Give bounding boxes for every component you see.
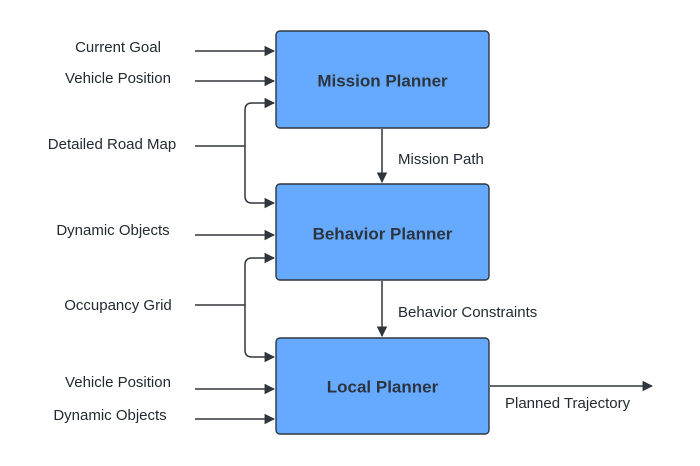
local-planner-block: Local Planner bbox=[275, 337, 490, 435]
behavior-planner-block: Behavior Planner bbox=[275, 183, 490, 281]
arrow-road-map-to-mission bbox=[244, 97, 276, 146]
local-planner-label: Local Planner bbox=[327, 377, 439, 396]
arrow-occupancy-to-behavior bbox=[244, 252, 276, 305]
input-label-dynamic-objects-bottom: Dynamic Objects bbox=[53, 407, 166, 424]
mission-planner-block: Mission Planner bbox=[275, 30, 490, 129]
arrow-road-map-to-behavior bbox=[244, 146, 276, 209]
input-label-detailed-road-map: Detailed Road Map bbox=[48, 136, 176, 153]
edge-label-behavior-constraints: Behavior Constraints bbox=[398, 304, 537, 321]
edge-label-mission-path: Mission Path bbox=[398, 151, 484, 168]
behavior-planner-label: Behavior Planner bbox=[313, 224, 453, 243]
arrow-occupancy-to-local bbox=[244, 305, 276, 363]
input-label-vehicle-position-top: Vehicle Position bbox=[65, 70, 171, 87]
mission-planner-label: Mission Planner bbox=[317, 71, 448, 90]
input-label-vehicle-position-bottom: Vehicle Position bbox=[65, 374, 171, 391]
input-label-occupancy-grid: Occupancy Grid bbox=[64, 297, 172, 314]
input-label-dynamic-objects-middle: Dynamic Objects bbox=[56, 222, 169, 239]
edge-label-planned-trajectory: Planned Trajectory bbox=[505, 395, 631, 412]
input-label-current-goal: Current Goal bbox=[75, 39, 161, 56]
